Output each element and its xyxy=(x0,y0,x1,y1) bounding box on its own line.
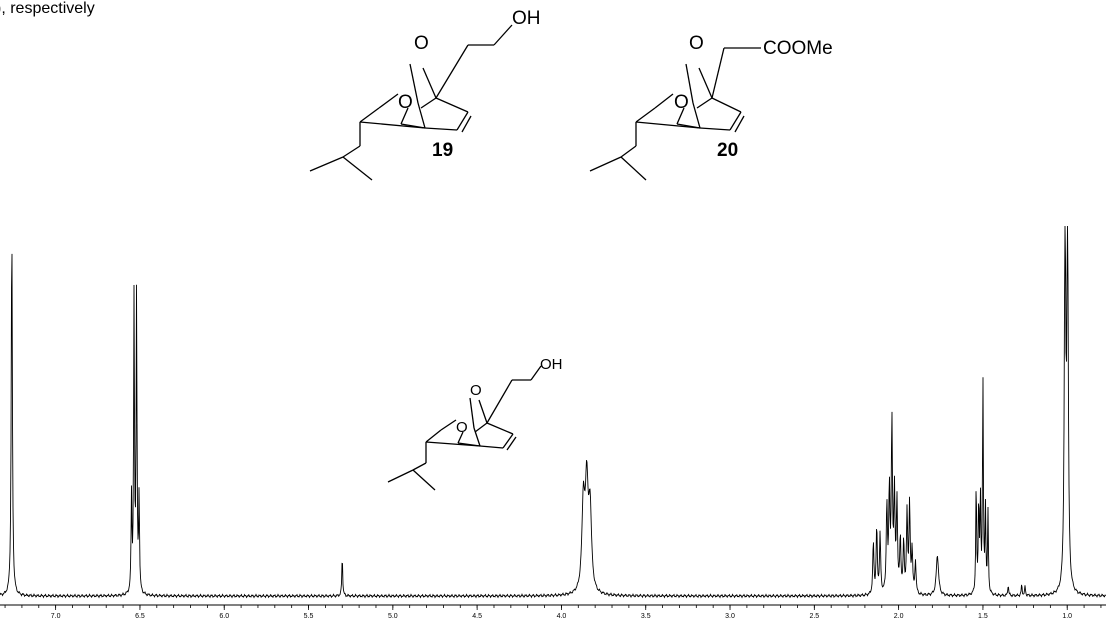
x-tick-label: 1.0 xyxy=(1062,613,1072,618)
structure-20: O O COOMe 20 xyxy=(589,33,833,181)
x-tick-label: 5.5 xyxy=(304,613,314,618)
oxygen-atom-19b: O xyxy=(398,92,413,113)
x-tick-label: 3.5 xyxy=(641,613,651,618)
x-axis-ticks: 7.0 6.5 6.0 5.5 5.0 4.5 4.0 3.5 3.0 2.5 2.0 1.5 1.0 xyxy=(4,605,1102,618)
structure-19: O O OH 19 xyxy=(309,8,541,181)
oxygen-atom-19a: O xyxy=(414,33,429,54)
spectrum-trace xyxy=(0,225,1106,599)
compound-label-20: 20 xyxy=(717,140,738,161)
x-tick-label: 6.5 xyxy=(135,613,145,618)
substituent-20: COOMe xyxy=(763,38,833,59)
x-tick-label: 3.0 xyxy=(725,613,735,618)
x-tick-label: 2.0 xyxy=(894,613,904,618)
x-tick-label: 6.0 xyxy=(219,613,229,618)
spectrum-plot: 7.0 6.5 6.0 5.5 5.0 4.5 4.0 3.5 3.0 2.5 2.0 1.5 1.0 xyxy=(0,225,1106,618)
inset-structure: O O OH xyxy=(387,356,563,491)
x-tick-label: 4.5 xyxy=(472,613,482,618)
oxygen-atom-20a: O xyxy=(689,33,704,54)
substituent-19: OH xyxy=(512,8,541,29)
x-tick-label: 4.0 xyxy=(557,613,567,618)
compound-label-19: 19 xyxy=(432,140,453,161)
inset-oxygen-b: O xyxy=(456,419,468,436)
inset-oxygen-a: O xyxy=(470,382,482,399)
x-tick-label: 5.0 xyxy=(388,613,398,618)
x-tick-label: 7.0 xyxy=(51,613,61,618)
caption-fragment: ), respectively xyxy=(0,0,95,17)
x-tick-label: 2.5 xyxy=(809,613,819,618)
oxygen-atom-20b: O xyxy=(674,92,689,113)
inset-hydroxyl: OH xyxy=(540,356,563,373)
x-tick-label: 1.5 xyxy=(978,613,988,618)
